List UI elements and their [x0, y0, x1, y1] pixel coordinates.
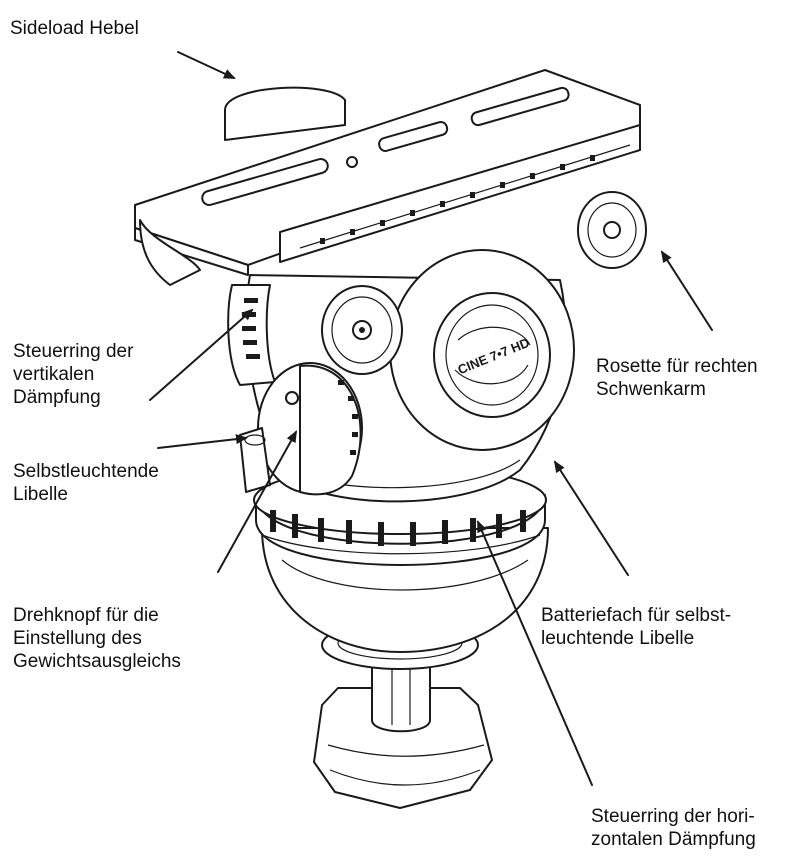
- arrow-bubble: [157, 434, 248, 449]
- arrow-horizontal-ring: [477, 520, 593, 786]
- arrow-vertical-ring: [149, 308, 254, 401]
- counterbalance-knob: [257, 362, 363, 496]
- label-battery-compartment: Batteriefach für selbst- leuchtende Libe…: [541, 605, 732, 649]
- label-bubble-level: Selbstleuchtende Libelle: [13, 461, 159, 505]
- arrow-counterbalance: [217, 430, 297, 573]
- arrow-battery: [553, 460, 629, 576]
- label-counterbalance-knob: Drehknopf für die Einstellung des Gewich…: [13, 605, 181, 672]
- rosette-right: [577, 191, 647, 269]
- rosette-left: [321, 285, 403, 375]
- leader-lines: [149, 51, 713, 786]
- label-vertical-damping-ring: Steuerring der vertikalen Dämpfung: [13, 341, 134, 408]
- arrow-rosette-right: [660, 250, 713, 331]
- label-horizontal-damping-ring: Steuerring der hori- zontalen Dämpfung: [591, 806, 756, 850]
- sideload-plate: [134, 69, 641, 286]
- logo-housing: CINE 7•7 HD: [389, 249, 575, 451]
- label-sideload-lever: Sideload Hebel: [10, 18, 139, 39]
- label-rosette-right: Rosette für rechten Schwenkarm: [596, 356, 758, 400]
- arrow-sideload: [177, 51, 236, 79]
